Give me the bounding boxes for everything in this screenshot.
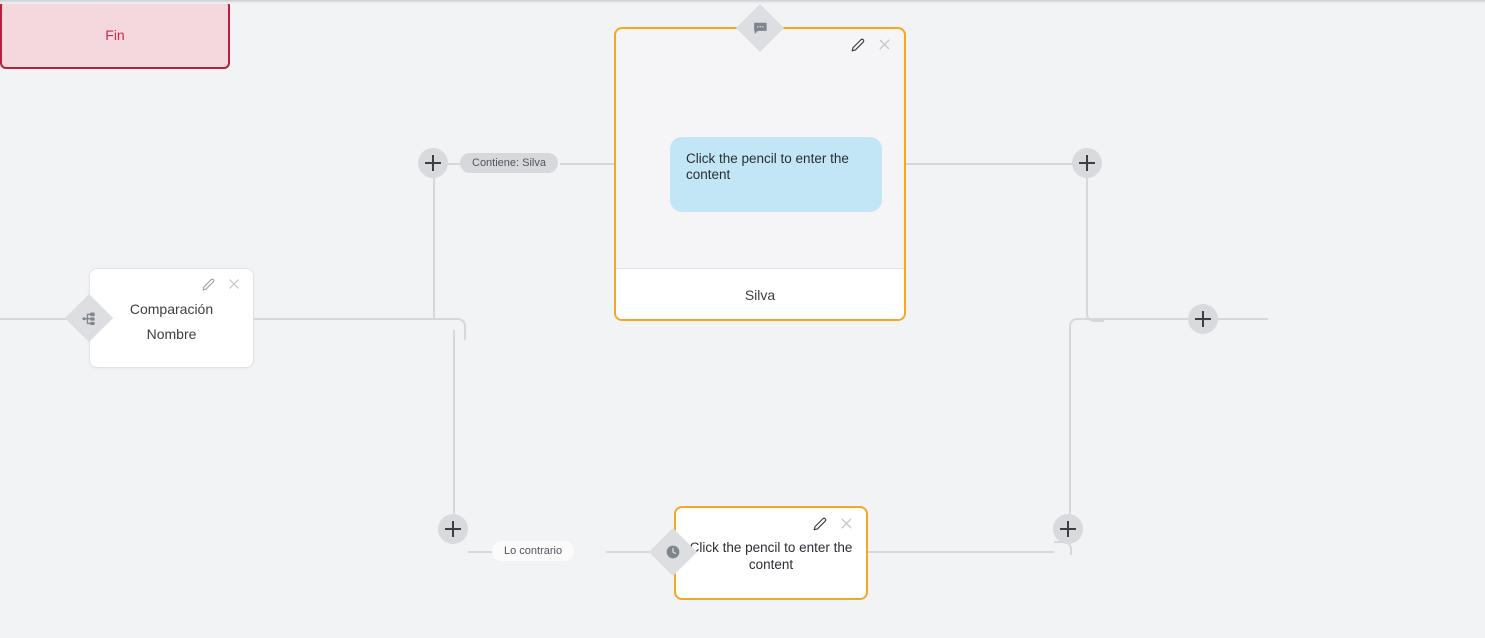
pencil-icon[interactable] (202, 278, 215, 291)
message-icon (753, 21, 768, 35)
edge-bottomright-up (1069, 330, 1071, 542)
node-body: Click the pencil to enter the content (616, 29, 904, 268)
edge-topright-corner (1086, 310, 1104, 322)
node-badge-comparacion (64, 293, 114, 343)
edge-label-to-topnode (560, 163, 616, 165)
add-node-button-top-right[interactable] (1072, 148, 1102, 178)
edge-trunk-up (433, 178, 435, 320)
add-node-button-bottom-right[interactable] (1053, 514, 1083, 544)
edge-label-contiene-silva[interactable]: Contiene: Silva (460, 153, 558, 173)
node-message-bottom[interactable]: Click the pencil to enter the content (674, 506, 868, 600)
node-badge-message-bottom (648, 527, 698, 577)
node-footer-label: Silva (744, 286, 776, 303)
node-badge-message-top (735, 3, 785, 53)
node-comparacion[interactable]: Comparación Nombre (89, 268, 254, 368)
edge-label-text: Contiene: Silva (472, 157, 546, 169)
edge-label-to-bottomnode (606, 551, 656, 553)
edge-endplus-to-fin (1218, 318, 1268, 320)
pencil-icon[interactable] (813, 517, 827, 531)
edge-label-lo-contrario[interactable]: Lo contrario (492, 541, 575, 561)
edge-bottomnode-to-plus (868, 551, 1054, 553)
node-message-top[interactable]: Click the pencil to enter the content Si… (614, 27, 906, 321)
node-end[interactable]: Fin (0, 0, 230, 69)
pencil-icon[interactable] (851, 38, 865, 52)
close-icon[interactable] (877, 37, 892, 52)
node-end-label: Fin (105, 26, 125, 43)
edge-topright-down (1086, 178, 1088, 310)
edge-trunk-down-corner (444, 318, 466, 340)
message-bubble[interactable]: Click the pencil to enter the content (670, 137, 882, 212)
node-actions (202, 277, 241, 291)
message-bubble-text: Click the pencil to enter the content (689, 540, 853, 572)
sitemap-icon (82, 311, 97, 326)
node-title: Comparación (129, 301, 214, 317)
add-node-button-end[interactable] (1188, 304, 1218, 334)
node-footer: Silva (616, 268, 904, 319)
edge-comparacion-out (254, 318, 456, 320)
add-node-button-top-left[interactable] (418, 148, 448, 178)
add-node-button-bottom-left[interactable] (438, 514, 468, 544)
clock-icon (665, 544, 681, 560)
node-actions (851, 37, 892, 52)
edge-topnode-to-plus (906, 163, 1074, 165)
node-actions (813, 516, 854, 531)
edge-canvas-to-comparacion (0, 318, 74, 320)
close-icon[interactable] (839, 516, 854, 531)
edge-trunk-down (453, 330, 455, 530)
edge-plus-to-label-bottom (468, 551, 498, 553)
edge-merge-to-endplus (1086, 318, 1188, 320)
message-bubble-text: Click the pencil to enter the content (686, 151, 849, 183)
close-icon[interactable] (227, 277, 241, 291)
edge-bottomright-up-corner (1069, 318, 1089, 332)
node-subtitle: Nombre (146, 326, 197, 342)
edge-label-text: Lo contrario (504, 545, 563, 557)
